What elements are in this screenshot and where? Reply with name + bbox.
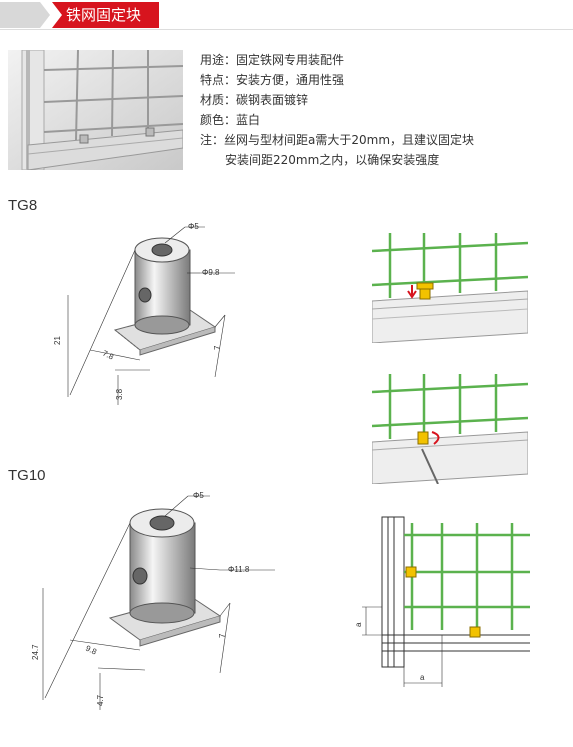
spec-note: 注：丝网与型材间距a需大于20mm，且建议固定块 — [200, 133, 475, 147]
tg10-side: 7 — [218, 633, 227, 638]
header-divider — [0, 29, 573, 30]
tg10-label: TG10 — [8, 467, 46, 484]
tg8-drawing: Φ5 Φ9.8 21 7 7.8 3.8 — [53, 222, 235, 405]
tg8-base: 7.8 — [101, 349, 115, 362]
page-header: 铁网固定块 — [0, 0, 573, 30]
product-photo — [8, 50, 183, 170]
install-spacing-diagram: a a — [354, 516, 530, 687]
title-notch — [52, 2, 62, 28]
header-tab-strip — [0, 2, 40, 28]
spec-color: 颜色：蓝白 — [200, 113, 261, 127]
spec-material: 材质：碳钢表面镀锌 — [200, 93, 309, 107]
tg10-drawing: Φ5 Φ11.8 24.7 7 9.8 4.7 — [31, 491, 275, 710]
install-step-rotate — [372, 374, 528, 484]
spec-usage: 用途：固定铁网专用装配件 — [200, 53, 345, 67]
page-title: 铁网固定块 — [52, 2, 160, 28]
install-step-insert — [372, 233, 528, 343]
gap-label-horizontal: a — [420, 673, 425, 682]
spec-feature: 特点：安装方便，通用性强 — [200, 73, 345, 87]
spec-list: 用途：固定铁网专用装配件 特点：安装方便，通用性强 材质：碳钢表面镀锌 颜色：蓝… — [200, 50, 560, 170]
tg8-side: 7 — [213, 345, 222, 350]
tg10-thick: 4.7 — [96, 694, 105, 706]
tg8-phi-body: Φ9.8 — [202, 268, 220, 277]
tg8-phi-top: Φ5 — [188, 222, 199, 231]
tg10-base: 9.8 — [84, 644, 98, 657]
tg10-height: 24.7 — [31, 644, 40, 660]
tg10-phi-body: Φ11.8 — [228, 565, 250, 574]
gap-label-vertical: a — [354, 622, 363, 627]
spec-note-continued: 安装间距220mm之内，以确保安装强度 — [225, 153, 440, 167]
tg8-height: 21 — [53, 336, 62, 345]
tg8-teeth — [114, 329, 141, 351]
tg10-phi-top: Φ5 — [193, 491, 204, 500]
header-tab-arrow — [40, 2, 50, 28]
tg8-thick: 3.8 — [115, 388, 124, 400]
tg8-label: TG8 — [8, 197, 38, 214]
